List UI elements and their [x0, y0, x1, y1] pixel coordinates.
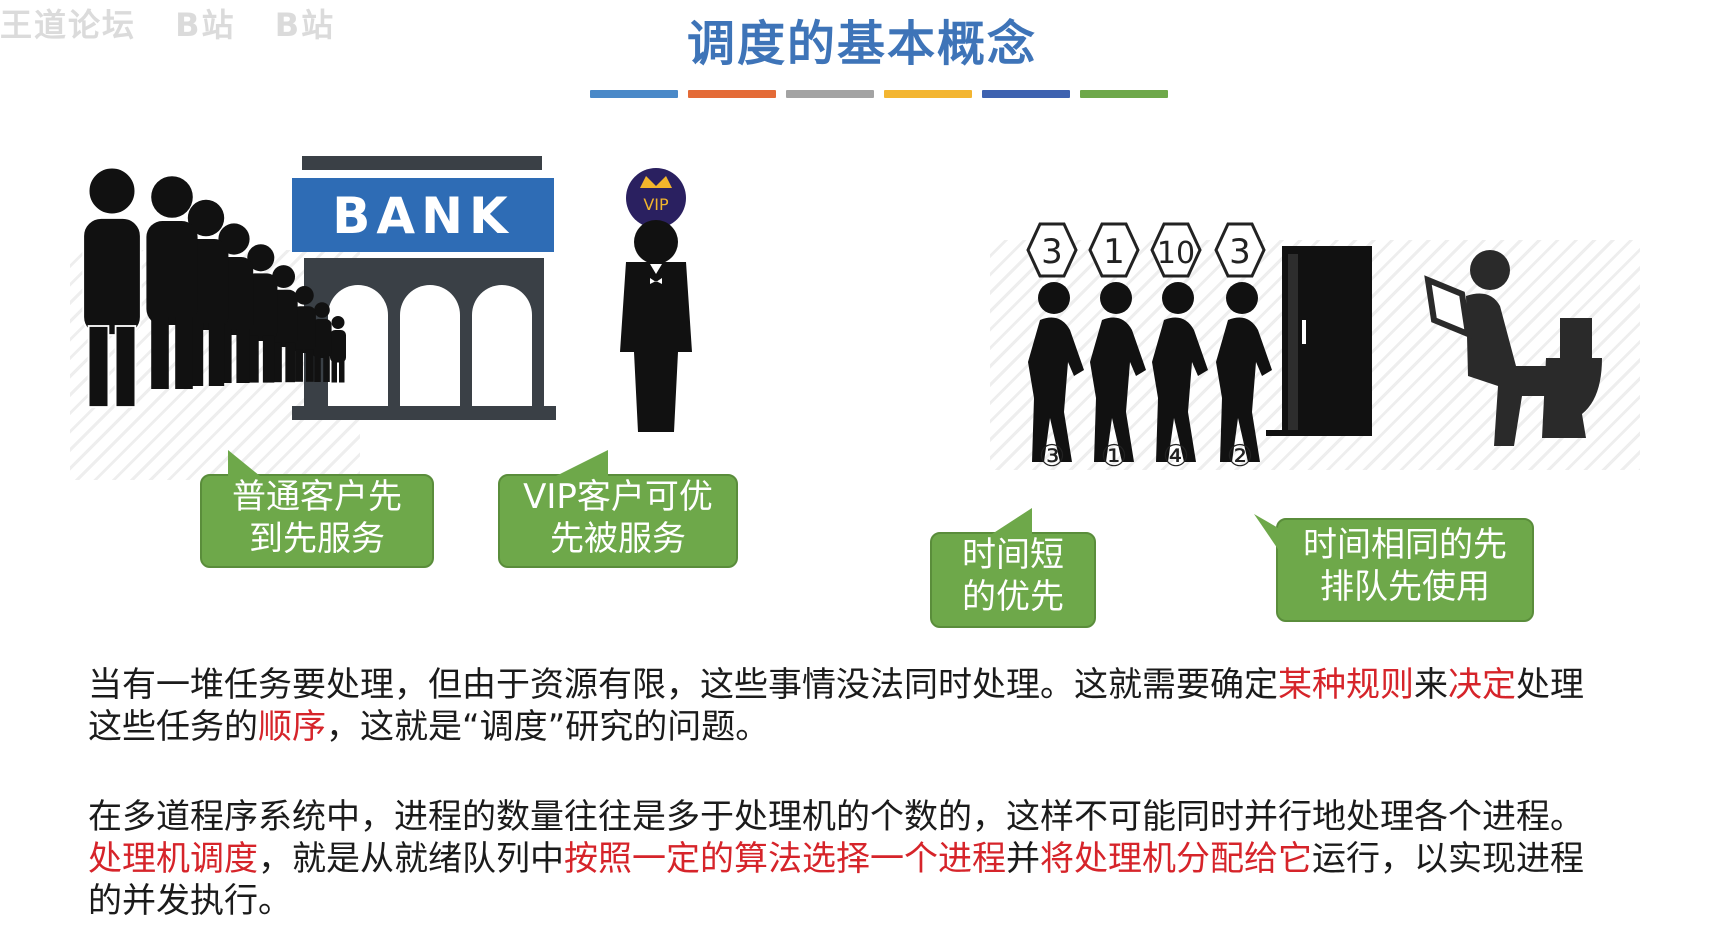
bubble-normal-customers: 普通客户先 到先服务 — [200, 450, 434, 568]
hex-number: 1 — [1103, 232, 1125, 272]
title-color-bars — [590, 90, 1168, 98]
people-queue-icon — [82, 166, 346, 408]
order-mark: ① — [1101, 439, 1128, 474]
bubble-text-line: 时间相同的先 — [1303, 525, 1507, 565]
text: 这些任务的 — [88, 707, 258, 747]
highlight-text: 按照一定的算法选择一个进程 — [564, 839, 1006, 879]
bubble-text-line: 的优先 — [962, 577, 1064, 617]
bubble-text-line: 排队先使用 — [1320, 567, 1490, 607]
text: ，这就是“调度”研究的问题。 — [326, 707, 770, 747]
bubble-text-line: VIP客户可优 — [523, 477, 713, 517]
text: 来 — [1414, 665, 1448, 705]
bubble-tail-same — [1254, 514, 1306, 558]
bubble-vip-customers: VIP客户可优 先被服务 — [498, 450, 738, 568]
bubble-text-line: 时间短 — [962, 535, 1064, 575]
watermark-text: 王道论坛 — [0, 6, 137, 44]
text: ，就是从就绪队列中 — [258, 839, 564, 879]
highlight-text: 顺序 — [258, 707, 326, 747]
bubble-text-line: 普通客户先 — [232, 477, 402, 517]
color-bar — [786, 90, 874, 98]
text: 当有一堆任务要处理，但由于资源有限，这些事情没法同时处理。这就需要确定 — [88, 665, 1278, 705]
highlight-text: 决定 — [1448, 665, 1516, 705]
watermark-text: B站 — [175, 6, 236, 44]
text: 处理 — [1516, 665, 1584, 705]
order-mark: ② — [1227, 439, 1254, 474]
paragraph-line: 处理机调度，就是从就绪队列中按照一定的算法选择一个进程并将处理机分配给它运行，以… — [88, 838, 1698, 880]
color-bar — [884, 90, 972, 98]
hexagon-time-badges — [1026, 222, 1266, 278]
paragraph-line: 的并发执行。 — [88, 881, 292, 921]
paragraph-line: 这些任务的顺序，这就是“调度”研究的问题。 — [88, 706, 1698, 748]
bubble-short-time: 时间短 的优先 — [930, 508, 1096, 628]
toilet-queue-illustration: 3 1 10 3 ③ ① ④ ② — [1026, 222, 1602, 474]
paragraph-line: 当有一堆任务要处理，但由于资源有限，这些事情没法同时处理。这就需要确定某种规则来… — [88, 664, 1698, 706]
bank-sign-text: BANK — [332, 187, 513, 245]
person-on-toilet-icon — [1424, 250, 1602, 446]
waiting-people-icon — [1028, 282, 1272, 462]
vip-badge-text: VIP — [643, 195, 669, 214]
highlight-text: 将处理机分配给它 — [1040, 839, 1312, 879]
color-bar — [688, 90, 776, 98]
hex-number: 3 — [1041, 232, 1063, 272]
watermark-text: B站 — [274, 6, 336, 44]
text: 运行，以实现进程 — [1312, 839, 1584, 879]
bubble-tail — [556, 450, 608, 476]
highlight-text: 某种规则 — [1278, 665, 1414, 705]
door-icon — [1266, 246, 1372, 436]
order-mark: ③ — [1039, 439, 1066, 474]
color-bar — [982, 90, 1070, 98]
bubble-same-time: 时间相同的先 排队先使用 — [1276, 518, 1534, 622]
watermark: 王道论坛 B站 B站 — [0, 0, 361, 46]
paragraph-2: 在多道程序系统中，进程的数量往往是多于处理机的个数的，这样不可能同时并行地处理各… — [88, 796, 1698, 922]
bubble-text-line: 到先服务 — [249, 519, 385, 559]
paragraph-1: 当有一堆任务要处理，但由于资源有限，这些事情没法同时处理。这就需要确定某种规则来… — [88, 664, 1698, 748]
bubble-text-line: 先被服务 — [550, 519, 686, 559]
highlight-text: 处理机调度 — [88, 839, 258, 879]
bubble-tail — [992, 508, 1032, 534]
bank-illustration: BANK VIP — [82, 156, 692, 432]
vip-person-icon: VIP — [620, 168, 692, 432]
color-bar — [590, 90, 678, 98]
color-bar — [1080, 90, 1168, 98]
order-mark: ④ — [1163, 439, 1190, 474]
text: 并 — [1006, 839, 1040, 879]
slide-title: 调度的基本概念 — [686, 16, 1037, 72]
paragraph-line: 在多道程序系统中，进程的数量往往是多于处理机的个数的，这样不可能同时并行地处理各… — [88, 797, 1584, 837]
bubble-tail — [228, 450, 260, 476]
hex-number: 3 — [1229, 232, 1251, 272]
hex-number: 10 — [1157, 236, 1195, 271]
